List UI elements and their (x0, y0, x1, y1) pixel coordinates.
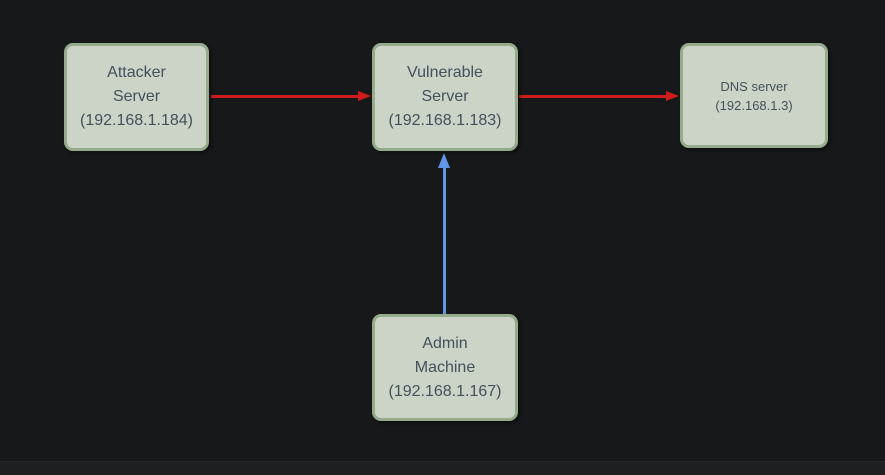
edge-attacker-to-vulnerable-line (211, 95, 359, 98)
node-admin-machine: Admin Machine (192.168.1.167) (372, 314, 518, 421)
node-ip-line: (192.168.1.184) (80, 112, 193, 129)
arrowhead-up-icon (438, 153, 450, 168)
node-dns-server: DNS server (192.168.1.3) (680, 43, 828, 148)
arrowhead-right-icon (666, 91, 679, 101)
node-ip-line: (192.168.1.167) (388, 382, 502, 400)
node-label-line: Machine (414, 358, 476, 376)
node-ip-line: (192.168.1.3) (715, 97, 793, 113)
edge-vulnerable-to-dns-line (519, 95, 667, 98)
node-label-line: Server (421, 88, 469, 105)
arrowhead-right-icon (358, 91, 371, 101)
node-label-line: Admin (422, 334, 468, 352)
node-label-line: DNS server (720, 78, 788, 94)
node-label-line: Server (112, 88, 161, 105)
node-attacker-server: Attacker Server (192.168.1.184) (64, 43, 209, 151)
node-label-line: Attacker (107, 64, 166, 81)
bottom-edge-strip (0, 461, 885, 475)
node-label-line: Vulnerable (407, 64, 483, 81)
edge-admin-to-vulnerable-line (443, 167, 446, 314)
node-vulnerable-server: Vulnerable Server (192.168.1.183) (372, 43, 518, 151)
node-ip-line: (192.168.1.183) (388, 112, 502, 129)
